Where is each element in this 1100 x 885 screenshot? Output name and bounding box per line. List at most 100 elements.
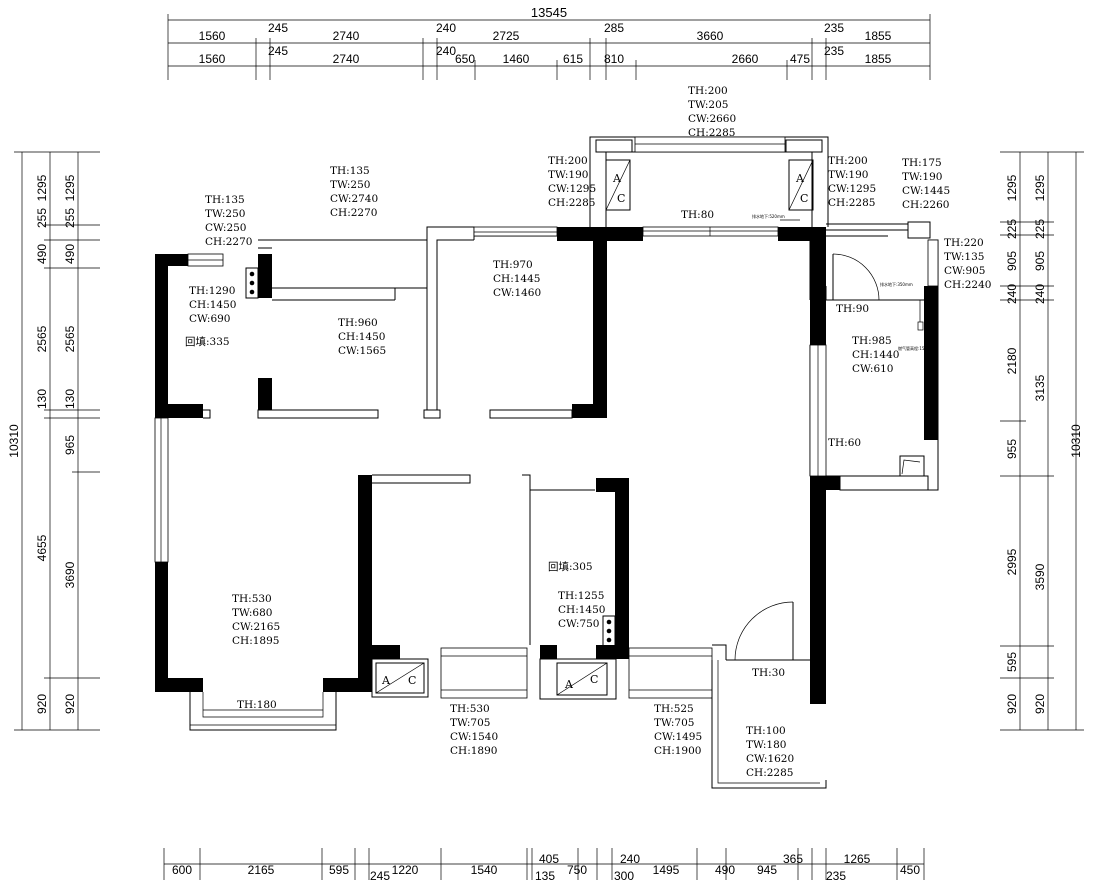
svg-text:CW:2660: CW:2660 <box>688 113 736 125</box>
dim-right-total: 10310 <box>1069 424 1083 458</box>
ac-a-3: A <box>381 674 391 687</box>
svg-text:CH:1440: CH:1440 <box>852 349 899 361</box>
svg-text:TH:100: TH:100 <box>746 725 786 737</box>
dim-left-i-0: 1295 <box>63 174 77 201</box>
svg-text:TH:200: TH:200 <box>828 155 868 167</box>
svg-text:CW:1565: CW:1565 <box>338 345 386 357</box>
dim-top-r1-1: 245 <box>268 21 288 35</box>
dim-bot-8: 750 <box>567 863 587 877</box>
dim-right-i-8: 920 <box>1005 694 1019 714</box>
svg-text:TW:680: TW:680 <box>232 607 272 619</box>
dim-right-o-2: 905 <box>1033 251 1047 271</box>
ac-unit-top-left: A C <box>605 159 631 211</box>
svg-text:CW:1495: CW:1495 <box>654 731 702 743</box>
dim-bot-2: 595 <box>329 863 349 877</box>
svg-text:CH:1450: CH:1450 <box>189 299 236 311</box>
dim-top-r2-2: 2740 <box>333 52 360 66</box>
ac-unit-bottom-mid: A C <box>539 658 617 700</box>
note-small-1: 排水地下:520mm <box>752 213 785 219</box>
note-bath-window: TH:970 CH:1445 CW:1460 <box>493 259 541 299</box>
svg-text:TH:960: TH:960 <box>338 317 378 329</box>
svg-text:CH:1890: CH:1890 <box>450 745 497 757</box>
ac-c-3: C <box>408 674 416 687</box>
dim-top-r1-8: 1855 <box>865 29 892 43</box>
note-bed3-window: TH:530 TW:705 CW:1540 CH:1890 <box>450 703 498 757</box>
svg-text:TH:220: TH:220 <box>944 237 984 249</box>
svg-text:TH:985: TH:985 <box>852 335 892 347</box>
dim-top-r2-1: 245 <box>268 44 288 58</box>
svg-text:TH:200: TH:200 <box>688 85 728 97</box>
svg-text:CW:2165: CW:2165 <box>232 621 280 633</box>
dim-left-i-3: 2565 <box>63 325 77 352</box>
svg-text:TH:970: TH:970 <box>493 259 533 271</box>
svg-text:TW:205: TW:205 <box>688 99 728 111</box>
note-bath2-window: TH:1255 CH:1450 CW:750 <box>558 590 605 630</box>
svg-text:CW:1540: CW:1540 <box>450 731 498 743</box>
svg-text:CH:1450: CH:1450 <box>558 604 605 616</box>
dim-left-i-6: 3690 <box>63 561 77 588</box>
dim-bot-11: 1495 <box>653 863 680 877</box>
svg-text:CW:2740: CW:2740 <box>330 193 378 205</box>
dim-left-o-4: 130 <box>35 389 49 409</box>
svg-text:TH:525: TH:525 <box>654 703 694 715</box>
dim-top-r2-11: 1855 <box>865 52 892 66</box>
right-dimensions: 1295 225 905 240 2180 955 2995 595 920 1… <box>1000 151 1084 731</box>
annotations: TH:200 TW:205 CW:2660 CH:2285 TH:200 TW:… <box>185 85 991 779</box>
svg-text:CH:1900: CH:1900 <box>654 745 701 757</box>
svg-text:TH:1290: TH:1290 <box>189 285 235 297</box>
ac-c-2: C <box>800 192 808 205</box>
svg-text:TW:135: TW:135 <box>944 251 984 263</box>
ac-a-1: A <box>612 172 622 185</box>
svg-text:CH:2260: CH:2260 <box>902 199 949 211</box>
dim-bot-16: 1265 <box>844 852 871 866</box>
top-dimensions: 13545 1560 245 2740 240 2725 285 3660 23… <box>167 5 931 80</box>
note-master-bay: TH:180 <box>237 699 277 711</box>
note-bedroom2-window: TH:960 CH:1450 CW:1565 <box>338 317 386 357</box>
dim-right-o-1: 225 <box>1033 219 1047 239</box>
dim-left-i-4: 130 <box>63 389 77 409</box>
note-small-3: 燃气管高程:1570mm <box>898 345 937 351</box>
note-bedroom2-top: TH:135 TW:250 CW:2740 CH:2270 <box>330 165 378 219</box>
dim-right-i-1: 225 <box>1005 219 1019 239</box>
svg-text:CH:2240: CH:2240 <box>944 279 991 291</box>
dim-left-i-7: 920 <box>63 694 77 714</box>
dim-right-i-4: 2180 <box>1005 347 1019 374</box>
svg-text:CH:2285: CH:2285 <box>548 197 595 209</box>
dim-bot-17: 450 <box>900 863 920 877</box>
dim-left-i-2: 490 <box>63 244 77 264</box>
svg-text:CH:1895: CH:1895 <box>232 635 279 647</box>
note-kitchen-window: TH:985 CH:1440 CW:610 <box>852 335 899 375</box>
dim-top-r1-6: 3660 <box>697 29 724 43</box>
dim-left-o-3: 2565 <box>35 325 49 352</box>
svg-text:TW:180: TW:180 <box>746 739 786 751</box>
dim-bot-12: 490 <box>715 863 735 877</box>
note-bay-left: TH:200 TW:190 CW:1295 CH:2285 <box>548 155 596 209</box>
left-dimensions: 10310 1295 255 490 2565 130 4655 920 129… <box>7 151 100 731</box>
dim-right-i-0: 1295 <box>1005 174 1019 201</box>
note-bed4-window: TH:525 TW:705 CW:1495 CH:1900 <box>654 703 702 757</box>
dim-right-i-5: 955 <box>1005 439 1019 459</box>
dim-top-r2-0: 1560 <box>199 52 226 66</box>
dim-left-o-5: 4655 <box>35 534 49 561</box>
svg-text:TW:190: TW:190 <box>828 169 868 181</box>
svg-text:TW:250: TW:250 <box>205 208 245 220</box>
dim-top-total: 13545 <box>531 5 567 20</box>
bottom-dimensions: 600 2165 595 245 1220 1540 405 135 750 2… <box>163 848 925 883</box>
dim-bot-6: 405 <box>539 852 559 866</box>
dim-bot-13: 945 <box>757 863 777 877</box>
svg-text:CH:2285: CH:2285 <box>828 197 875 209</box>
ac-c-1: C <box>617 192 625 205</box>
svg-text:CW:1295: CW:1295 <box>828 183 876 195</box>
svg-text:TW:705: TW:705 <box>654 717 694 729</box>
svg-text:CW:1295: CW:1295 <box>548 183 596 195</box>
note-living-th: TH:80 <box>681 209 714 221</box>
dim-top-r2-5: 1460 <box>503 52 530 66</box>
dim-bot-10: 300 <box>614 869 634 883</box>
note-corner-window: TH:220 TW:135 CW:905 CH:2240 <box>944 237 991 291</box>
dim-left-i-5: 965 <box>63 435 77 455</box>
svg-text:CH:2285: CH:2285 <box>688 127 735 139</box>
note-kitchen-side: TH:60 <box>828 437 861 449</box>
dim-left-total: 10310 <box>7 424 21 458</box>
dim-right-i-6: 2995 <box>1005 548 1019 575</box>
